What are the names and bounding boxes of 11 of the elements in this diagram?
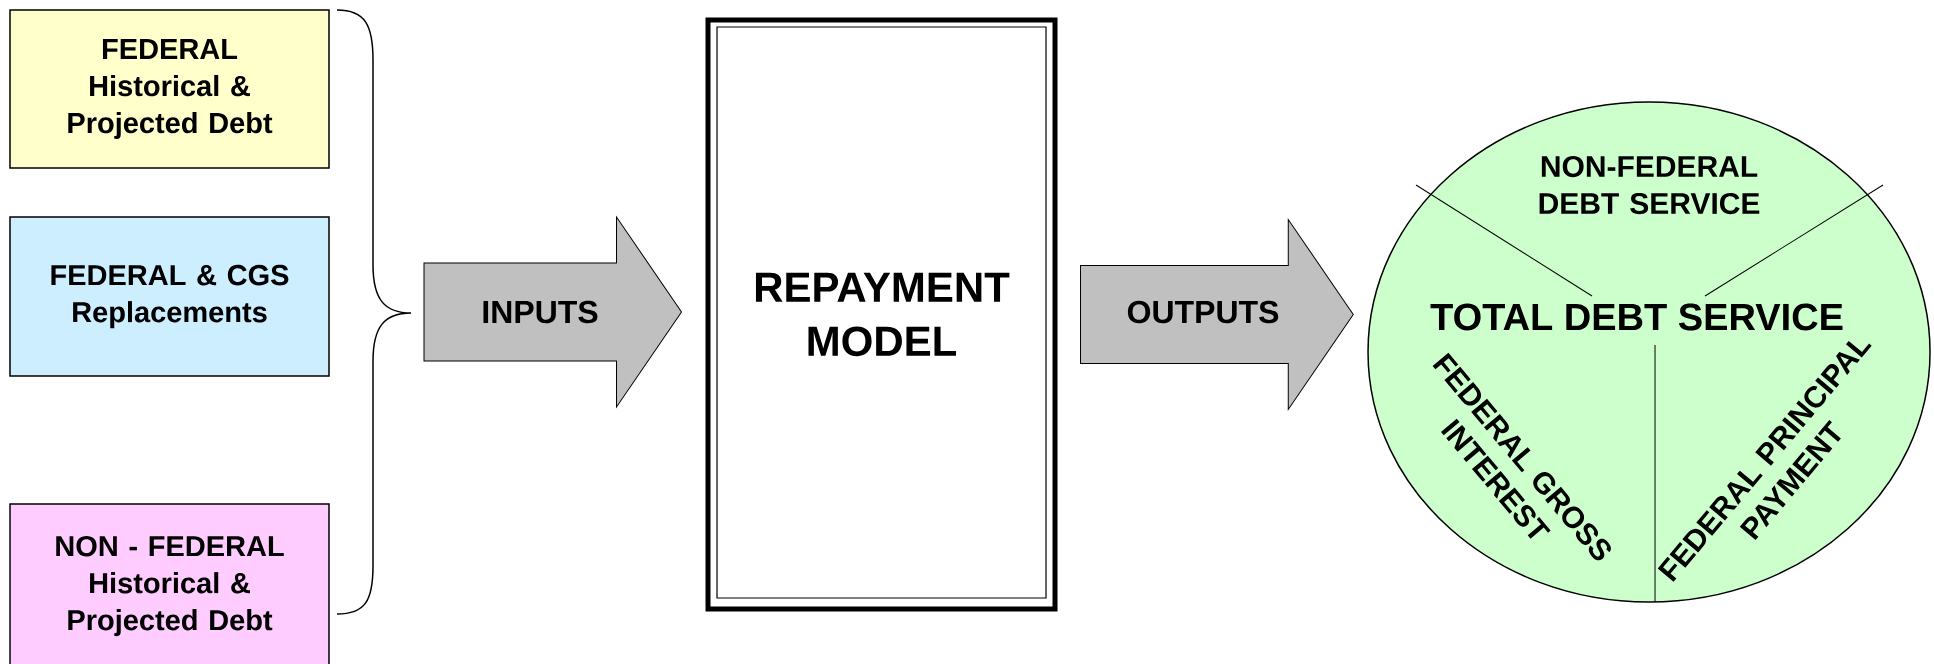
input-box: NON - FEDERAL Historical & Projected Debt [9, 503, 330, 664]
model-box: REPAYMENT MODEL [705, 17, 1058, 612]
pie-circle [1367, 101, 1931, 603]
block-arrow [423, 216, 682, 408]
input-box: FEDERAL Historical & Projected Debt [9, 9, 330, 169]
segment-label: NON-FEDERAL DEBT SERVICE [1539, 155, 1760, 215]
edge-label: OUTPUTS [1127, 300, 1279, 324]
total-label: TOTAL DEBT SERVICE [1430, 303, 1843, 331]
block-arrow [1080, 219, 1354, 410]
input-box: FEDERAL & CGS Replacements [9, 216, 330, 377]
edge-label: INPUTS [483, 300, 598, 324]
